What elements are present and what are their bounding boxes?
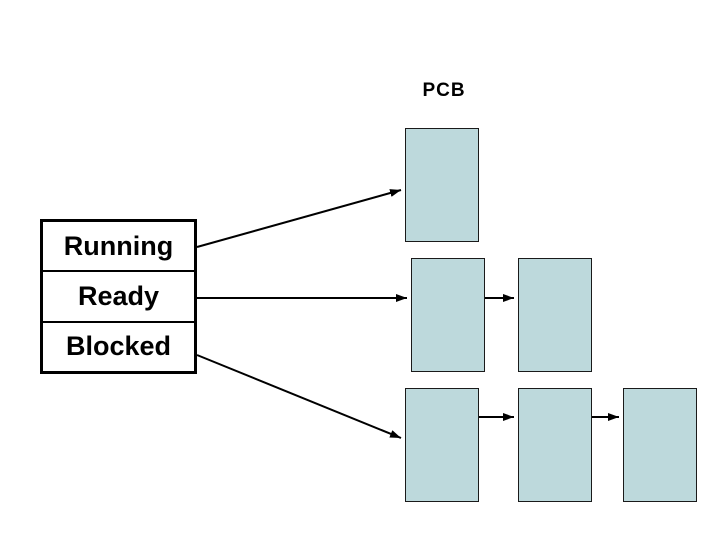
pcb-box: [411, 258, 485, 372]
state-row-ready: Ready: [43, 270, 194, 320]
pcb-box: [518, 258, 592, 372]
state-table: Running Ready Blocked: [40, 219, 197, 374]
state-row-running: Running: [43, 222, 194, 270]
pcb-heading: PCB: [422, 80, 466, 101]
pcb-box: [623, 388, 697, 502]
state-label-ready: Ready: [77, 280, 160, 311]
pcb-box: [518, 388, 592, 502]
pcb-box: [405, 388, 479, 502]
running-queue-arrow: [196, 189, 402, 248]
state-label-running: Running: [63, 230, 174, 261]
state-row-blocked: Blocked: [43, 320, 194, 371]
pcb-box: [405, 128, 479, 242]
state-label-blocked: Blocked: [65, 331, 172, 362]
blocked-queue-arrow: [196, 354, 402, 439]
